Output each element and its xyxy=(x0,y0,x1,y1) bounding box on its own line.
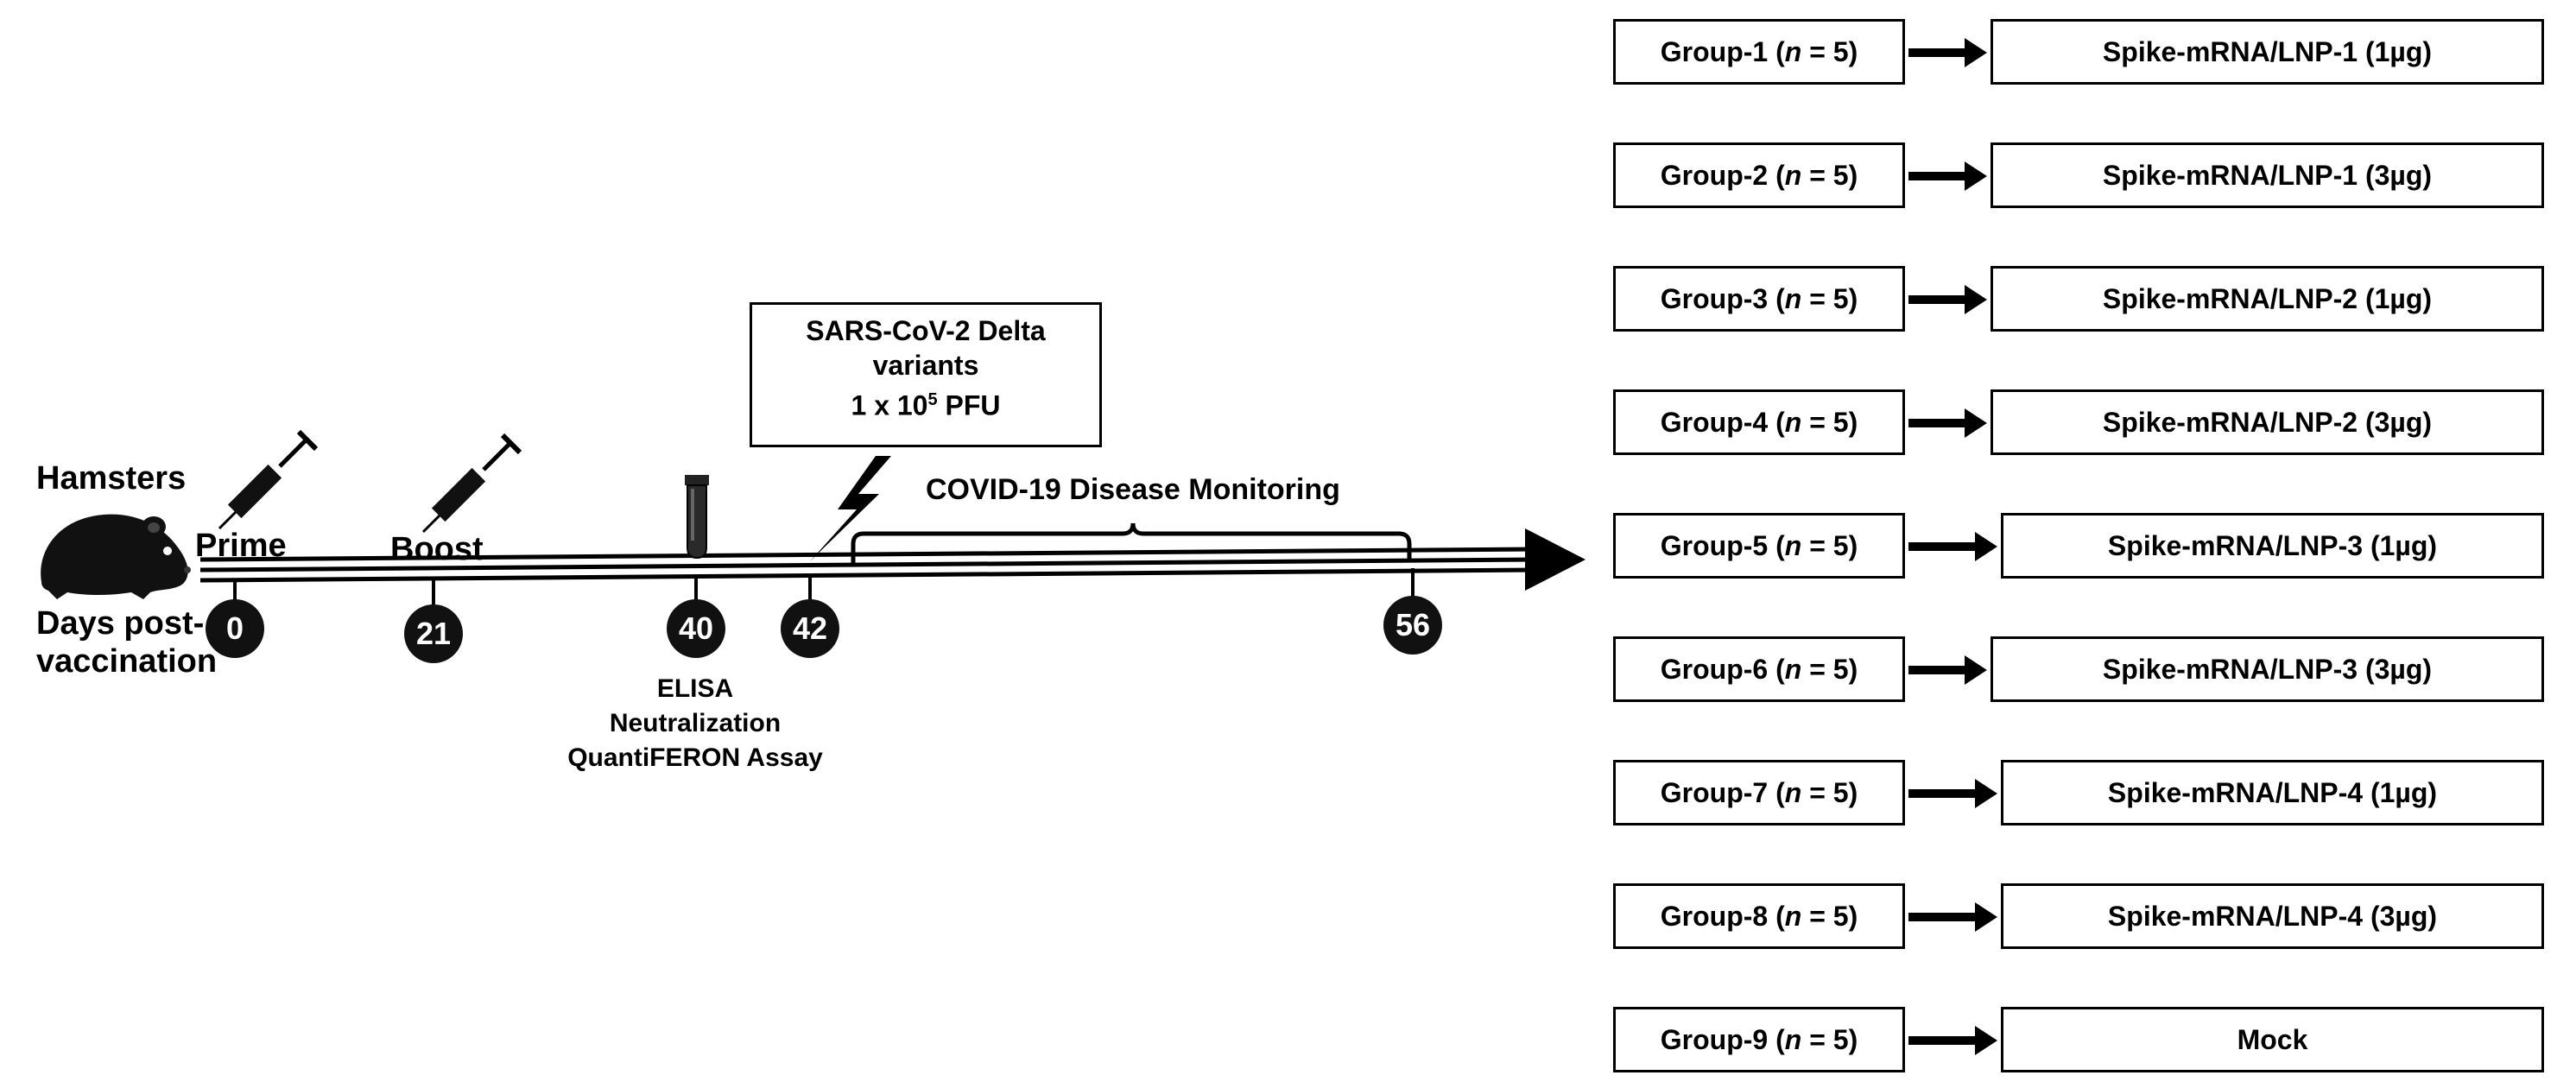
group-arrow xyxy=(1908,38,1987,67)
treatment-label: Spike-mRNA/LNP-3 (1µg) xyxy=(2107,529,2438,561)
group-name: Group-7 xyxy=(1660,776,1769,808)
assay-list: ELISA Neutralization QuantiFERON Assay xyxy=(553,672,838,775)
group-n-variable: n xyxy=(1784,282,1802,314)
treatment-label: Mock xyxy=(2237,1023,2308,1055)
treatment-box: Spike-mRNA/LNP-4 (1µg) xyxy=(2001,760,2544,825)
group-name: Group-9 xyxy=(1660,1023,1769,1055)
group-arrow xyxy=(1908,532,1997,561)
group-name: Group-2 xyxy=(1660,159,1769,191)
challenge-dose: 1 x 105 PFU xyxy=(851,389,1001,421)
boost-label: Boost xyxy=(390,531,484,567)
treatment-label: Spike-mRNA/LNP-1 (3µg) xyxy=(2102,159,2433,191)
syringe-icon xyxy=(218,429,319,530)
treatment-label: Spike-mRNA/LNP-4 (3µg) xyxy=(2107,900,2438,932)
group-n-variable: n xyxy=(1784,900,1802,932)
axis-label-line1: Days post- xyxy=(36,605,205,642)
treatment-box: Spike-mRNA/LNP-4 (3µg) xyxy=(2001,883,2544,949)
group-box: Group-9 (n = 5) xyxy=(1613,1007,1905,1072)
group-arrow xyxy=(1908,408,1987,438)
day-marker-56: 56 xyxy=(1383,596,1442,655)
group-box: Group-7 (n = 5) xyxy=(1613,760,1905,825)
treatment-label: Spike-mRNA/LNP-1 (1µg) xyxy=(2102,35,2433,67)
assay-neutralization: Neutralization xyxy=(609,709,782,737)
group-box: Group-1 (n = 5) xyxy=(1613,19,1905,85)
challenge-box: SARS-CoV-2 Delta variants 1 x 105 PFU xyxy=(750,302,1102,447)
axis-label: Days post- vaccination xyxy=(36,604,217,680)
group-n-variable: n xyxy=(1784,159,1802,191)
treatment-label: Spike-mRNA/LNP-3 (3µg) xyxy=(2102,653,2433,685)
group-box: Group-2 (n = 5) xyxy=(1613,142,1905,208)
treatment-box: Spike-mRNA/LNP-3 (3µg) xyxy=(1991,636,2544,702)
group-arrow xyxy=(1908,902,1997,932)
subject-label: Hamsters xyxy=(36,460,187,497)
blood-tube-icon xyxy=(685,475,709,560)
group-n-variable: n xyxy=(1784,406,1802,438)
treatment-box: Spike-mRNA/LNP-1 (1µg) xyxy=(1991,19,2544,85)
day-marker-0: 0 xyxy=(206,599,264,658)
group-name: Group-6 xyxy=(1660,653,1769,685)
treatment-box: Spike-mRNA/LNP-3 (1µg) xyxy=(2001,513,2544,579)
group-name: Group-8 xyxy=(1660,900,1769,932)
group-name: Group-1 xyxy=(1660,35,1769,67)
group-arrow xyxy=(1908,1026,1997,1055)
group-arrow xyxy=(1908,285,1987,314)
syringe-icon xyxy=(421,433,522,534)
group-n-variable: n xyxy=(1784,1023,1802,1055)
group-name: Group-5 xyxy=(1660,529,1769,561)
day-marker-21: 21 xyxy=(404,604,463,663)
prime-label: Prime xyxy=(195,528,287,564)
assay-quantiferon: QuantiFERON Assay xyxy=(567,743,823,772)
day-marker-42: 42 xyxy=(781,599,839,658)
day-marker-40: 40 xyxy=(667,599,725,658)
group-box: Group-8 (n = 5) xyxy=(1613,883,1905,949)
group-n-variable: n xyxy=(1784,35,1802,67)
group-name: Group-4 xyxy=(1660,406,1769,438)
hamster-icon xyxy=(41,514,191,599)
treatment-box: Mock xyxy=(2001,1007,2544,1072)
group-arrow xyxy=(1908,655,1987,685)
group-box: Group-6 (n = 5) xyxy=(1613,636,1905,702)
monitoring-label: COVID-19 Disease Monitoring xyxy=(926,473,1340,506)
group-n-variable: n xyxy=(1784,653,1802,685)
group-n-variable: n xyxy=(1784,529,1802,561)
group-box: Group-4 (n = 5) xyxy=(1613,389,1905,455)
lightning-icon xyxy=(810,456,891,561)
treatment-label: Spike-mRNA/LNP-2 (3µg) xyxy=(2102,406,2433,438)
challenge-line1: SARS-CoV-2 Delta xyxy=(806,315,1046,346)
treatment-box: Spike-mRNA/LNP-1 (3µg) xyxy=(1991,142,2544,208)
group-arrow xyxy=(1908,161,1987,191)
treatment-label: Spike-mRNA/LNP-4 (1µg) xyxy=(2107,776,2438,808)
axis-label-line2: vaccination xyxy=(36,643,218,680)
challenge-line2: variants xyxy=(872,350,979,381)
treatment-box: Spike-mRNA/LNP-2 (3µg) xyxy=(1991,389,2544,455)
treatment-box: Spike-mRNA/LNP-2 (1µg) xyxy=(1991,266,2544,332)
group-box: Group-5 (n = 5) xyxy=(1613,513,1905,579)
treatment-label: Spike-mRNA/LNP-2 (1µg) xyxy=(2102,282,2433,314)
group-name: Group-3 xyxy=(1660,282,1769,314)
group-box: Group-3 (n = 5) xyxy=(1613,266,1905,332)
assay-elisa: ELISA xyxy=(656,674,734,703)
group-n-variable: n xyxy=(1784,776,1802,808)
group-arrow xyxy=(1908,779,1997,808)
